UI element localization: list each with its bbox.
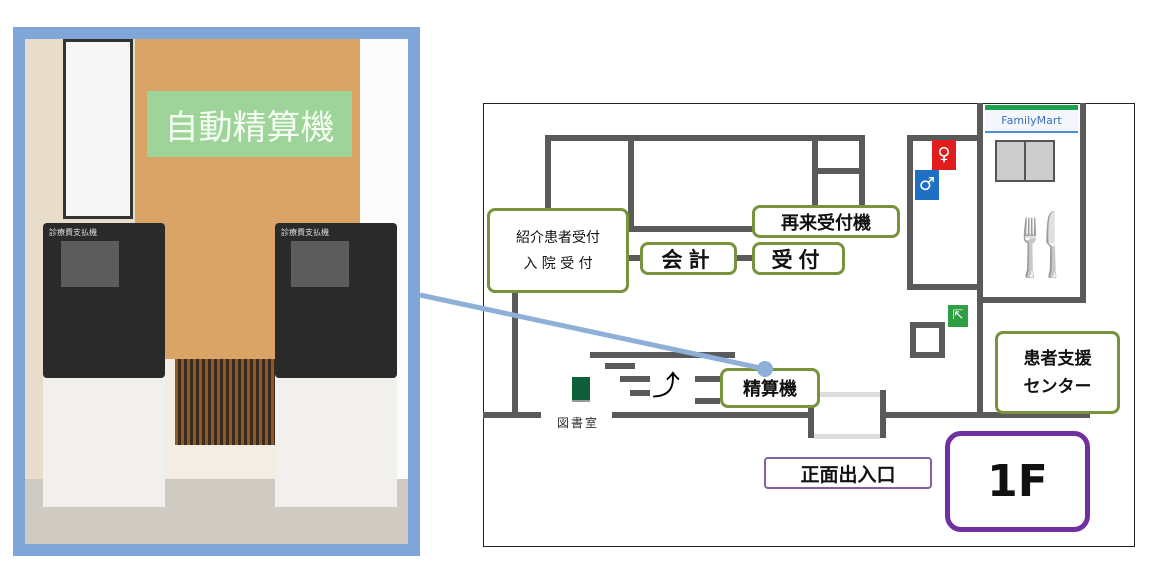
radiator [175, 359, 275, 445]
male-restroom-icon: ♂ [915, 170, 939, 200]
wall [628, 135, 634, 231]
label-line: 入 院 受 付 [523, 255, 593, 272]
wall [880, 412, 1090, 418]
fork-knife-icon: 🍴 [1004, 210, 1079, 280]
wall [812, 168, 862, 174]
payment-machine-right: 診療費支払機 [275, 223, 397, 507]
wall [612, 412, 812, 418]
stairs [605, 363, 635, 369]
stairs [620, 376, 650, 382]
wall [545, 135, 865, 141]
label-line: センター [1023, 376, 1092, 397]
wall [512, 290, 518, 415]
wall [483, 412, 541, 418]
familymart-store-icon [995, 140, 1055, 182]
stairs [695, 398, 720, 404]
machine-photo: 自動精算機 診療費支払機 診療費支払機 [13, 27, 420, 556]
revisit-machine-label: 再来受付機 [752, 205, 900, 238]
wall [859, 135, 865, 207]
floor-indicator: 1F [945, 431, 1090, 532]
entrance-door [814, 434, 880, 439]
wall [977, 103, 983, 418]
main-entrance-label: 正面出入口 [764, 457, 932, 489]
wall [977, 297, 1086, 303]
library-label: 図書室 [553, 414, 604, 431]
wall [628, 226, 753, 232]
female-restroom-icon: ♀ [932, 140, 956, 170]
wall [808, 390, 814, 438]
wall [907, 135, 982, 141]
accounting-label: 会計 [640, 242, 737, 275]
label-line: 紹介患者受付 [516, 229, 600, 246]
wall [907, 284, 982, 290]
stairs [630, 390, 650, 396]
label-line: 患者支援 [1023, 348, 1092, 369]
floor-map [483, 103, 1135, 547]
payment-machine-left: 診療費支払機 [43, 223, 165, 507]
pillar [910, 322, 945, 358]
emergency-exit-icon: ⇱ [948, 305, 968, 327]
pointer-dot [757, 361, 773, 377]
reception-label: 受付 [752, 242, 845, 275]
stairs [590, 352, 735, 358]
patient-support-center-label: 患者支援 センター [995, 331, 1120, 414]
wall [1080, 103, 1086, 303]
window [63, 39, 133, 219]
familymart-sign: FamilyMart [985, 105, 1078, 133]
referral-reception-label: 紹介患者受付 入 院 受 付 [487, 208, 629, 293]
escalator-icon: ⤴ [652, 369, 681, 402]
pointer-line-segment [419, 292, 766, 372]
book-icon [572, 377, 590, 402]
entrance-door [814, 392, 880, 397]
auto-payment-sign: 自動精算機 [147, 91, 352, 157]
wall [545, 135, 551, 215]
wall [907, 135, 913, 290]
stairs [695, 376, 720, 382]
